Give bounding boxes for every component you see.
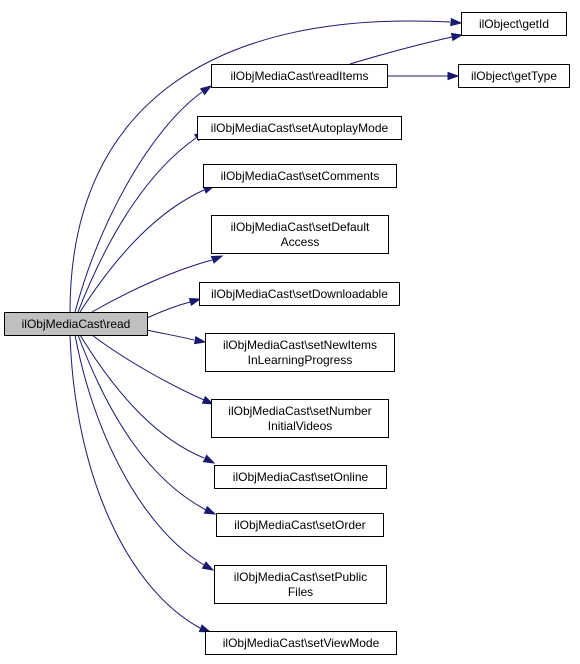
edge-read-items-to-get-id [349,32,464,65]
node-box [461,12,567,36]
node-label: InLearningProgress [248,353,353,367]
node-label: Access [281,235,320,249]
node-label: ilObjMediaCast\read [22,317,131,331]
arrowhead [193,335,207,345]
node-read[interactable]: ilObjMediaCast\read [4,312,148,336]
node-label: ilObject\getId [479,17,549,31]
node-set-downloadable[interactable]: ilObjMediaCast\setDownloadable [199,282,400,306]
node-label: ilObjMediaCast\readItems [230,69,368,83]
edge-read-to-set-new-items-in-learning-progress [146,329,207,345]
node-read-items[interactable]: ilObjMediaCast\readItems [211,64,388,88]
node-label: ilObjMediaCast\setPublic [234,570,367,584]
arrowhead [450,17,463,27]
arrowhead [203,505,217,515]
node-set-order[interactable]: ilObjMediaCast\setOrder [216,513,384,537]
node-label: ilObjMediaCast\setDownloadable [211,287,388,301]
node-label: ilObjMediaCast\setAutoplayMode [211,121,389,135]
node-label: ilObject\getType [471,69,557,83]
edge-read-to-set-downloadable [146,297,202,319]
arrowhead [201,561,215,571]
node-label: ilObjMediaCast\setOrder [234,518,365,532]
node-set-view-mode[interactable]: ilObjMediaCast\setViewMode [205,631,397,655]
node-set-autoplay-mode[interactable]: ilObjMediaCast\setAutoplayMode [197,116,402,140]
arrowhead [210,255,224,264]
node-box [214,565,387,604]
edge-read-to-set-autoplay-mode [77,131,207,313]
edge-read-to-read-items [74,85,213,313]
edge-read-to-set-order [77,334,217,515]
node-label: ilObjMediaCast\setNewItems [223,338,377,352]
node-get-id[interactable]: ilObject\getId [461,12,567,36]
node-box [205,631,397,655]
node-label: ilObjMediaCast\setViewMode [223,636,380,650]
node-label: ilObjMediaCast\setComments [221,169,380,183]
node-label: ilObjMediaCast\setDefault [231,220,370,234]
node-label: InitialVideos [268,419,333,433]
node-box [203,164,397,188]
node-label: Files [288,585,313,599]
edge-read-items-to-get-type [387,71,460,81]
edge-read-to-set-view-mode [69,334,212,633]
node-box [211,64,388,88]
node-set-new-items-in-learning-progress[interactable]: ilObjMediaCast\setNewItemsInLearningProg… [205,333,395,372]
node-box [197,116,402,140]
arrowhead [447,71,460,81]
node-box [214,465,387,489]
arrowhead [201,395,215,405]
edge-read-to-set-online [79,334,216,464]
node-box [4,312,148,336]
edge-read-to-set-comments [79,185,216,313]
arrowhead [450,32,464,42]
node-box [216,513,384,537]
node-label: ilObjMediaCast\setNumber [228,404,371,418]
node-box [211,215,389,254]
edge-read-to-set-public-files [74,334,215,571]
arrowhead [202,454,216,464]
node-box [458,64,570,88]
arrowhead [188,297,202,307]
node-box [211,399,389,438]
node-box [199,282,400,306]
node-box [205,333,395,372]
arrowhead [198,624,212,633]
node-get-type[interactable]: ilObject\getType [458,64,570,88]
edge-read-to-set-default-access [91,255,224,313]
arrowhead [199,85,213,96]
node-set-comments[interactable]: ilObjMediaCast\setComments [203,164,397,188]
edge-read-to-set-number-initial-videos [91,334,215,405]
node-set-online[interactable]: ilObjMediaCast\setOnline [214,465,387,489]
node-label: ilObjMediaCast\setOnline [233,470,369,484]
edge-read-to-get-id [69,17,463,313]
